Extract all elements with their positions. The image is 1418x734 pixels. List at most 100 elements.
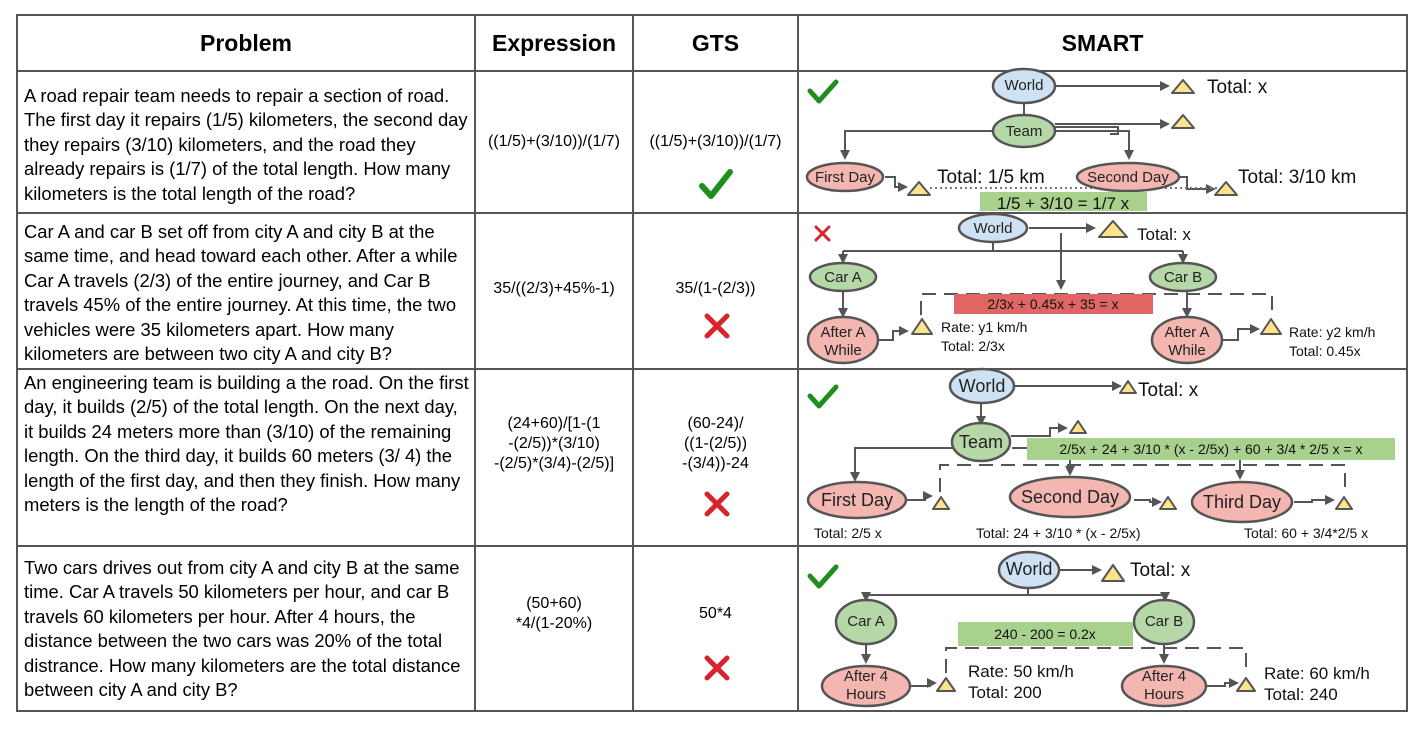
node-label: World <box>1006 559 1053 579</box>
triangle-icon <box>1119 380 1137 394</box>
triangle-icon <box>1098 220 1128 238</box>
equation-text: 1/5 + 3/10 = 1/7 x <box>997 194 1130 213</box>
node-second-day <box>1075 161 1181 193</box>
total-label: Total: 1/5 km <box>937 167 1045 188</box>
node-after-a <box>806 315 880 365</box>
node-label: Car A <box>847 613 885 630</box>
cross-icon <box>704 313 730 339</box>
node-label: World <box>959 376 1006 396</box>
triangle-icon <box>932 496 950 510</box>
node-label: While <box>824 342 862 359</box>
check-icon <box>807 384 839 409</box>
total-label: Total: 200 <box>968 683 1042 702</box>
expression: 35/((2/3)+45%-1) <box>493 280 615 297</box>
triangle-icon <box>1335 496 1353 510</box>
node-label: First Day <box>815 169 876 186</box>
node-car-b <box>1132 598 1196 646</box>
rate-label: Rate: y1 km/h <box>941 319 1027 335</box>
header-divider <box>16 70 1408 72</box>
node-first-day <box>805 161 885 193</box>
row-divider <box>16 212 1408 214</box>
triangle-icon <box>1171 79 1195 94</box>
triangle-icon <box>907 181 931 196</box>
node-after-b <box>1120 664 1208 708</box>
cross-icon <box>704 491 730 517</box>
cross-icon <box>704 655 730 681</box>
node-first-day <box>806 480 908 520</box>
total-label: Total: 60 + 3/4*2/5 x <box>1244 525 1368 541</box>
node-team <box>950 421 1012 463</box>
header-smart: SMART <box>1061 29 1144 56</box>
triangle-icon <box>1260 318 1282 335</box>
node-label: While <box>1168 342 1206 359</box>
total-label: Total: 240 <box>1264 685 1338 704</box>
gts-expression: ((1/5)+(3/10))/(1/7) <box>649 133 782 150</box>
col-divider <box>632 14 634 712</box>
node-label: After 4 <box>844 668 888 685</box>
triangle-icon <box>1159 496 1177 510</box>
row-divider <box>16 368 1408 370</box>
node-label: After A <box>820 324 865 341</box>
gts-expression: (60-24)/((1-(2/5))-(3/4))-24 <box>682 415 749 472</box>
node-world <box>991 67 1057 105</box>
header-problem: Problem <box>199 29 293 56</box>
equation-box <box>1027 438 1395 460</box>
problem-text: An engineering team is building a the ro… <box>24 372 469 516</box>
node-label: Second Day <box>1087 169 1169 186</box>
equation-box <box>980 192 1147 211</box>
node-label: Car B <box>1145 613 1183 630</box>
rate-label: Rate: y2 km/h <box>1289 324 1375 340</box>
cross-icon <box>814 225 831 242</box>
node-label: After A <box>1164 324 1209 341</box>
node-label: Hours <box>846 686 886 703</box>
node-second-day <box>1008 475 1132 519</box>
node-label: Car B <box>1164 269 1202 286</box>
node-third-day <box>1190 480 1294 524</box>
node-label: Hours <box>1144 686 1184 703</box>
table-border-bottom <box>16 710 1408 712</box>
node-label: Team <box>959 432 1003 452</box>
total-label: Total: 2/3x <box>941 338 1005 354</box>
node-team <box>991 113 1057 149</box>
rate-label: Rate: 50 km/h <box>968 662 1074 681</box>
equation-box <box>954 294 1153 314</box>
gts-expression: 35/(1-(2/3)) <box>675 280 756 297</box>
node-label: World <box>974 220 1013 237</box>
header-expression: Expression <box>492 29 616 56</box>
node-car-a <box>834 598 898 646</box>
header-gts: GTS <box>691 29 740 56</box>
total-label: Total: 24 + 3/10 * (x - 2/5x) <box>976 525 1141 541</box>
equation-box <box>958 622 1133 646</box>
triangle-icon <box>1236 677 1256 692</box>
node-car-a <box>808 261 878 293</box>
node-label: After 4 <box>1142 668 1186 685</box>
table-border-top <box>16 14 1408 16</box>
problem-text: A road repair team needs to repair a sec… <box>24 85 468 204</box>
node-world <box>948 367 1016 405</box>
triangle-icon <box>936 677 956 692</box>
node-after-b <box>1150 315 1224 365</box>
node-label: World <box>1005 77 1044 94</box>
node-after-a <box>820 664 912 708</box>
expression: (24+60)/[1-(1-(2/5))*(3/10)-(2/5)*(3/4)-… <box>493 415 615 472</box>
check-icon <box>699 169 733 199</box>
equation-text: 2/3x + 0.45x + 35 = x <box>987 296 1118 312</box>
table-border-right <box>1406 14 1408 712</box>
total-label: Total: 0.45x <box>1289 343 1361 359</box>
check-icon <box>807 79 839 104</box>
node-label: Car A <box>824 269 862 286</box>
node-label: Second Day <box>1021 487 1119 507</box>
triangle-icon <box>1101 564 1125 582</box>
node-label: Third Day <box>1203 492 1281 512</box>
problem-text: Car A and car B set off from city A and … <box>24 221 458 365</box>
total-label: Total: x <box>1207 77 1268 98</box>
node-label: First Day <box>821 490 893 510</box>
expression: (50+60)*4/(1-20%) <box>515 595 593 632</box>
col-divider <box>797 14 799 712</box>
problem-text: Two cars drives out from city A and city… <box>24 557 461 701</box>
col-divider <box>474 14 476 712</box>
triangle-icon <box>1171 114 1195 129</box>
equation-text: 2/5x + 24 + 3/10 * (x - 2/5x) + 60 + 3/4… <box>1059 441 1362 457</box>
triangle-icon <box>1214 181 1238 196</box>
